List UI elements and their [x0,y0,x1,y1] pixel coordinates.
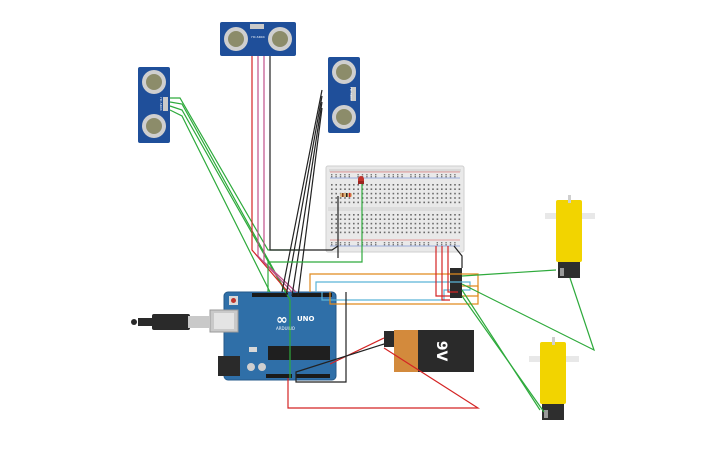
dc-motor-bottom[interactable] [529,337,579,420]
resistor[interactable] [340,193,352,197]
arduino-model-label: ARDUINO [276,326,295,331]
wires [169,56,596,413]
led[interactable] [358,176,364,184]
arduino-board[interactable]: ∞ UNO ARDUINO [209,291,337,381]
ultrasonic-sensor-top[interactable]: HC-SR04 [220,22,296,56]
arduino-logo: ∞ [276,312,288,328]
sensor-left-label: HC-SR04 [159,97,163,110]
breadboard[interactable] [325,165,465,253]
ultrasonic-sensor-left[interactable]: HC-SR04 [138,67,170,143]
sensor-right-label: HC-SR04 [349,87,353,100]
motor-driver-ic[interactable] [450,268,462,298]
sensor-top-label: HC-SR04 [251,35,264,39]
battery-label: 9V [433,341,449,362]
arduino-brand-label: UNO [297,315,315,323]
dc-motor-top[interactable] [545,195,595,278]
battery-9v[interactable]: 9V [384,330,474,372]
usb-cable[interactable] [131,314,210,330]
ultrasonic-sensor-right[interactable]: HC-SR04 [328,57,360,133]
